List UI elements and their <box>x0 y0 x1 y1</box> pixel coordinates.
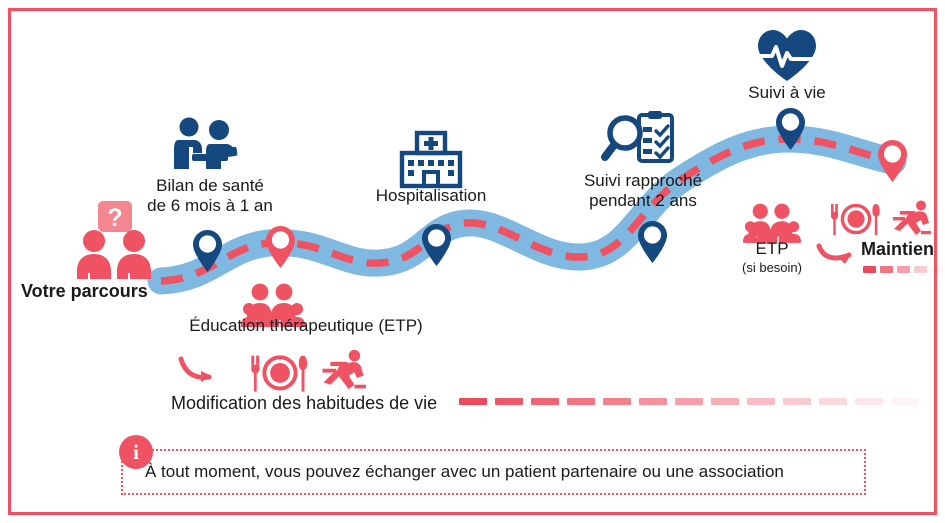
fade-segment <box>711 398 739 405</box>
milestone-label-suivi-rapproche: Suivi rapproché pendant 2 ans <box>583 171 703 210</box>
habitudes-label: Modification des habitudes de vie <box>171 393 438 413</box>
curved-arrow-icon-maintien <box>816 242 859 266</box>
consultation-icon <box>173 116 247 172</box>
two-people-question-icon: ? <box>69 201 161 279</box>
fade-segment <box>675 398 703 405</box>
fade-segment <box>931 266 944 273</box>
start-label: Votre parcours <box>21 281 148 301</box>
milestone-label-hospitalisation: Hospitalisation <box>375 186 487 205</box>
maintien-label: Maintien <box>861 239 935 259</box>
running-person-icon-maintien <box>890 200 932 238</box>
fade-segment <box>495 398 523 405</box>
magnifier-checklist-icon <box>601 111 679 171</box>
pin-bilan <box>192 229 223 273</box>
fade-segment <box>863 266 876 273</box>
fade-segment <box>639 398 667 405</box>
info-icon: i <box>119 435 153 469</box>
footer-note-box: À tout moment, vous pouvez échanger avec… <box>121 449 866 495</box>
fade-segment <box>880 266 893 273</box>
fade-segment <box>531 398 559 405</box>
fade-segment <box>459 398 487 405</box>
etp-optional-sublabel: (si besoin) <box>742 260 802 275</box>
footer-note-text: À tout moment, vous pouvez échanger avec… <box>145 462 784 481</box>
curved-arrow-icon-habitudes <box>178 356 225 385</box>
fade-segment <box>747 398 775 405</box>
pin-hospitalisation <box>421 223 452 267</box>
fade-segment <box>891 398 919 405</box>
milestone-label-etp: Éducation thérapeutique (ETP) <box>189 316 423 335</box>
info-icon-glyph: i <box>133 439 139 464</box>
fade-segment <box>855 398 883 405</box>
heart-pulse-icon <box>756 29 818 85</box>
journey-canvas: ? Votre parcours Bilan de santé de 6 moi… <box>11 11 944 518</box>
plate-cutlery-icon-maintien <box>829 202 883 238</box>
question-badge-box <box>98 201 132 232</box>
family-group-icon-etp-optional <box>743 203 801 243</box>
maintien-fade-bar <box>863 266 944 273</box>
milestone-label-bilan: Bilan de santé de 6 mois à 1 an <box>147 176 273 215</box>
fade-segment <box>819 398 847 405</box>
hospital-icon <box>399 130 463 189</box>
family-group-icon-etp <box>241 283 305 327</box>
pin-suivi-rapproche <box>637 220 668 264</box>
etp-optional-label: ETP <box>755 239 789 258</box>
milestone-label-suivi-a-vie: Suivi à vie <box>748 83 826 102</box>
pin-end <box>877 139 908 183</box>
habitudes-fade-bar <box>459 398 919 405</box>
pin-suivi-a-vie <box>775 107 806 151</box>
question-mark-glyph: ? <box>107 204 122 232</box>
fade-segment <box>783 398 811 405</box>
fade-segment <box>914 266 927 273</box>
fade-segment <box>897 266 910 273</box>
plate-cutlery-icon-habitudes <box>249 353 311 395</box>
running-person-icon-habitudes <box>319 349 367 393</box>
infographic-frame: ? Votre parcours Bilan de santé de 6 moi… <box>8 8 944 518</box>
pin-etp <box>265 225 296 269</box>
fade-segment <box>603 398 631 405</box>
fade-segment <box>567 398 595 405</box>
